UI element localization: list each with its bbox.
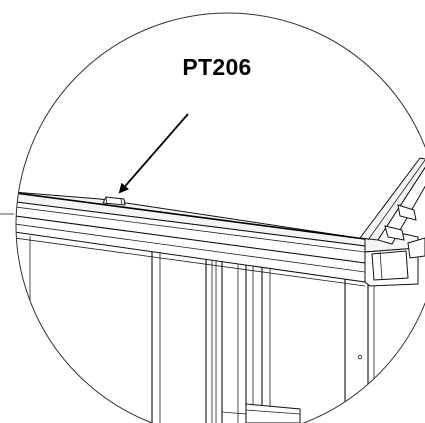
corner-connector bbox=[364, 232, 425, 287]
callout-arrow bbox=[118, 113, 189, 194]
clip-part bbox=[102, 196, 126, 206]
part-callout-label: PT206 bbox=[182, 54, 252, 80]
side-rail bbox=[359, 157, 425, 245]
detail-content bbox=[16, 157, 425, 423]
detail-circle bbox=[15, 12, 425, 423]
bottom-cross-member bbox=[221, 403, 301, 423]
top-rail bbox=[16, 190, 366, 287]
